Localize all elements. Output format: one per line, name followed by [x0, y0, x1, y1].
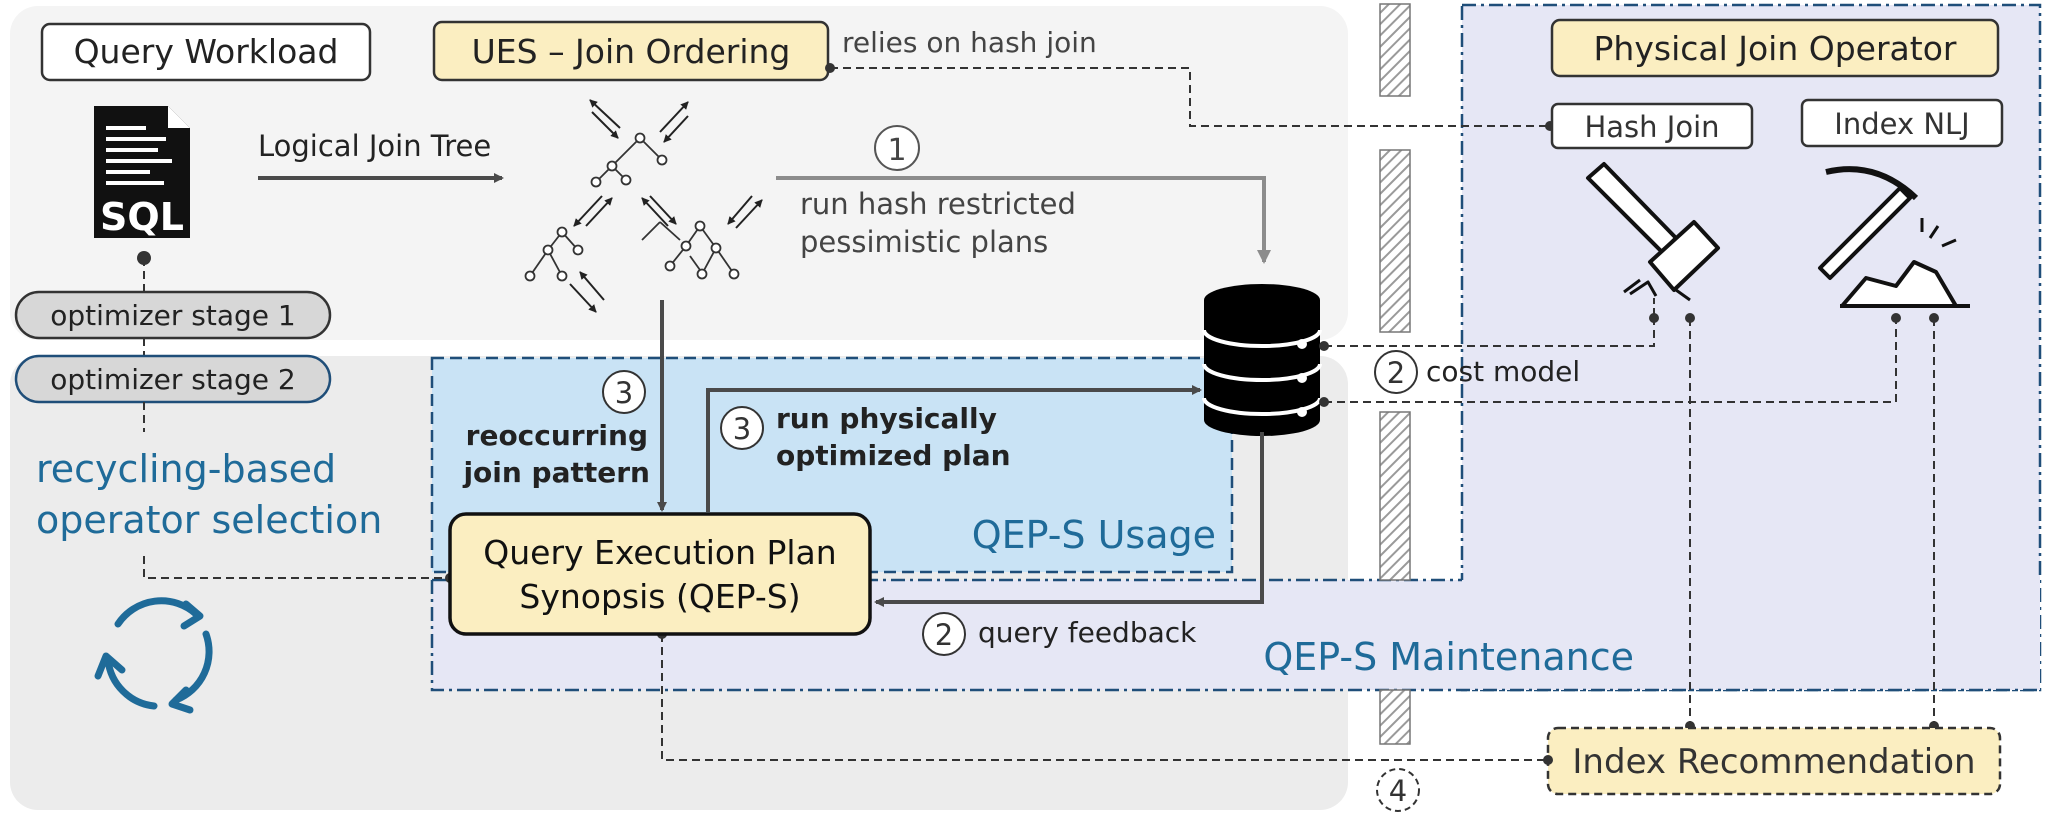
query-workload-label: Query Workload — [74, 32, 339, 71]
hammer-icon — [1586, 162, 1720, 302]
step-4-label: 4 — [1389, 774, 1407, 808]
recycling-label-line1: recycling-based — [36, 447, 336, 491]
physical-join-operator-box — [1550, 18, 2000, 78]
query-workload-box — [40, 22, 372, 82]
hatched-separator — [1379, 3, 1411, 745]
qeps-box — [448, 512, 872, 636]
step-3-right-label: 3 — [733, 412, 751, 446]
cost-model-line-hash — [1324, 318, 1655, 347]
step-2-feedback-label: 2 — [935, 618, 953, 652]
qeps-maintenance-border — [430, 580, 2040, 692]
index-nlj-label: Index NLJ — [1834, 107, 1969, 141]
physical-join-operator-label: Physical Join Operator — [1594, 29, 1957, 68]
index-nlj-box — [1800, 98, 2004, 148]
sql-file-icon: SQL — [94, 106, 190, 239]
database-icon — [1202, 284, 1322, 436]
qeps-label-line1: Query Execution Plan — [483, 533, 836, 572]
run-hash-label-line2: pessimistic plans — [800, 225, 1048, 259]
step-1-label: 1 — [887, 133, 906, 168]
ues-join-ordering-box — [432, 20, 830, 82]
logical-join-tree-label: Logical Join Tree — [258, 129, 491, 163]
pickaxe-icon — [1818, 166, 1970, 308]
relies-on-hash-join-label: relies on hash join — [842, 26, 1097, 59]
qeps-usage-label: QEP-S Usage — [972, 513, 1216, 557]
optimizer-stage-1-label: optimizer stage 1 — [50, 299, 296, 332]
reoccurring-label-line1: reoccurring — [466, 419, 648, 452]
sql-icon-label: SQL — [100, 195, 184, 239]
step-2-cost-label: 2 — [1387, 356, 1405, 390]
cost-model-label: cost model — [1426, 355, 1580, 388]
qeps-label-line2: Synopsis (QEP-S) — [519, 577, 800, 616]
join-trees-arrows — [569, 99, 763, 313]
join-trees-icon — [524, 132, 740, 282]
qeps-index-feedback-line — [661, 634, 1548, 761]
query-feedback-arrow — [874, 432, 1264, 607]
hash-join-label: Hash Join — [1584, 110, 1719, 144]
hash-join-dependency-line — [830, 67, 1550, 127]
optimizer-stage-2-label: optimizer stage 2 — [50, 363, 296, 396]
optimizer-stage-2-box — [14, 354, 332, 404]
qeps-maintenance-label: QEP-S Maintenance — [1263, 635, 1634, 679]
reoccurring-label-line2: join pattern — [462, 456, 650, 489]
recycling-label-line2: operator selection — [36, 498, 382, 542]
hash-join-box — [1550, 102, 1754, 150]
run-phys-label-line2: optimized plan — [776, 439, 1011, 472]
ues-join-ordering-label: UES – Join Ordering — [472, 32, 791, 71]
optimizer-stage-1-box — [14, 290, 332, 340]
hash-restricted-arrow — [776, 176, 1271, 264]
upper-panel — [10, 6, 1348, 340]
run-phys-label-line1: run physically — [776, 402, 997, 435]
recycle-icon — [94, 597, 213, 714]
cost-model-line-nlj — [1324, 318, 1897, 403]
step-3-left-label: 3 — [615, 376, 633, 410]
run-hash-label-line1: run hash restricted — [800, 187, 1076, 221]
physical-plan-arrow — [706, 385, 1202, 512]
query-feedback-label: query feedback — [978, 616, 1197, 649]
index-recommendation-label: Index Recommendation — [1572, 742, 1975, 782]
